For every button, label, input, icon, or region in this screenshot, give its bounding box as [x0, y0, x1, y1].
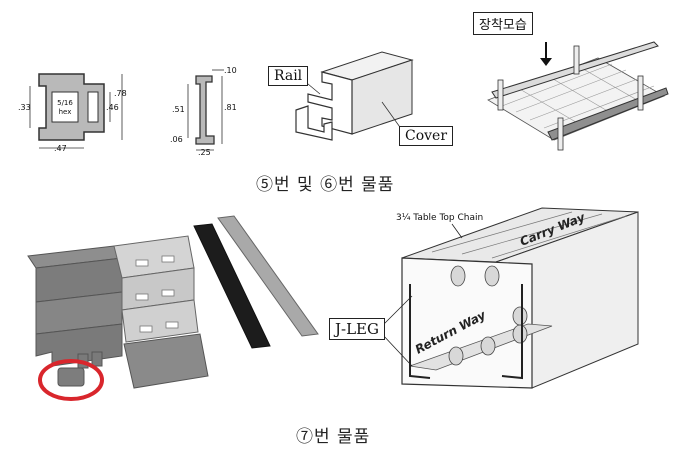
profile-a-center-label-2: hex [59, 108, 72, 116]
profile-a-inner-slot [87, 91, 99, 123]
installed-post-2 [557, 117, 564, 151]
black-cover-strip [193, 223, 271, 349]
j-leg-left [409, 284, 431, 379]
profile-a-dim-bottom: .47 [54, 144, 67, 152]
highlight-circle [38, 359, 104, 401]
cover-rail-svg [295, 51, 414, 141]
chain-grey-plate [123, 333, 209, 389]
profile-b-drawing: .10 .51 .81 .06 .25 [166, 64, 246, 157]
installed-post-3 [573, 45, 580, 75]
grey-rail-strip [217, 215, 319, 337]
profile-a-dim-left: .33 [18, 103, 31, 112]
installed-post-4 [637, 75, 644, 111]
profile-b-svg: .10 .51 .81 .06 .25 [170, 66, 237, 157]
profile-b-dim-bottom: .25 [198, 148, 211, 156]
cover-front-profile [307, 71, 353, 135]
cover-label: Cover [399, 126, 454, 146]
installed-view-svg [487, 41, 669, 151]
profile-a-dim-inner: .46 [106, 103, 119, 112]
j-leg-right [501, 284, 523, 380]
chain-steel-links [113, 235, 199, 343]
chain-photo [18, 206, 334, 412]
profile-a-hex-slot [51, 91, 79, 123]
profile-a-dim-right: .78 [114, 89, 127, 98]
installed-view-drawing [478, 36, 674, 154]
profile-b-dim-right: .81 [224, 103, 237, 112]
installed-post-1 [497, 79, 504, 111]
chain-label: 3¼ Table Top Chain [396, 213, 483, 223]
caption-bottom: ⑦번 물품 [296, 427, 371, 447]
conveyor-section-drawing: 3¼ Table Top Chain Carry Way Return Way [352, 206, 670, 396]
profile-b-dim-left: .51 [172, 105, 185, 114]
rail-label: Rail [268, 66, 309, 86]
cover-rail-drawing [262, 44, 462, 154]
installed-label: 장착모습 [473, 12, 533, 35]
chain-photo-svg [27, 215, 319, 401]
detached-link [57, 367, 85, 387]
profile-a-drawing: 5/16 hex .33 .46 .78 .47 [14, 62, 132, 153]
conveyor-section-svg: 3¼ Table Top Chain Carry Way Return Way [381, 207, 639, 389]
profile-b-shape [195, 75, 215, 145]
profile-a-center-label-1: 5/16 [57, 99, 73, 107]
profile-b-dim-bottom-left: .06 [170, 135, 183, 144]
j-leg-label: J-LEG [329, 318, 385, 340]
caption-top: ⑤번 및 ⑥번 물품 [256, 175, 395, 195]
frame-front [401, 257, 533, 389]
profile-b-dim-top: .10 [224, 66, 237, 75]
rail-insert [295, 105, 333, 141]
chain-grey-links [27, 245, 123, 369]
profile-a-svg: 5/16 hex .33 .46 .78 .47 [18, 73, 127, 153]
